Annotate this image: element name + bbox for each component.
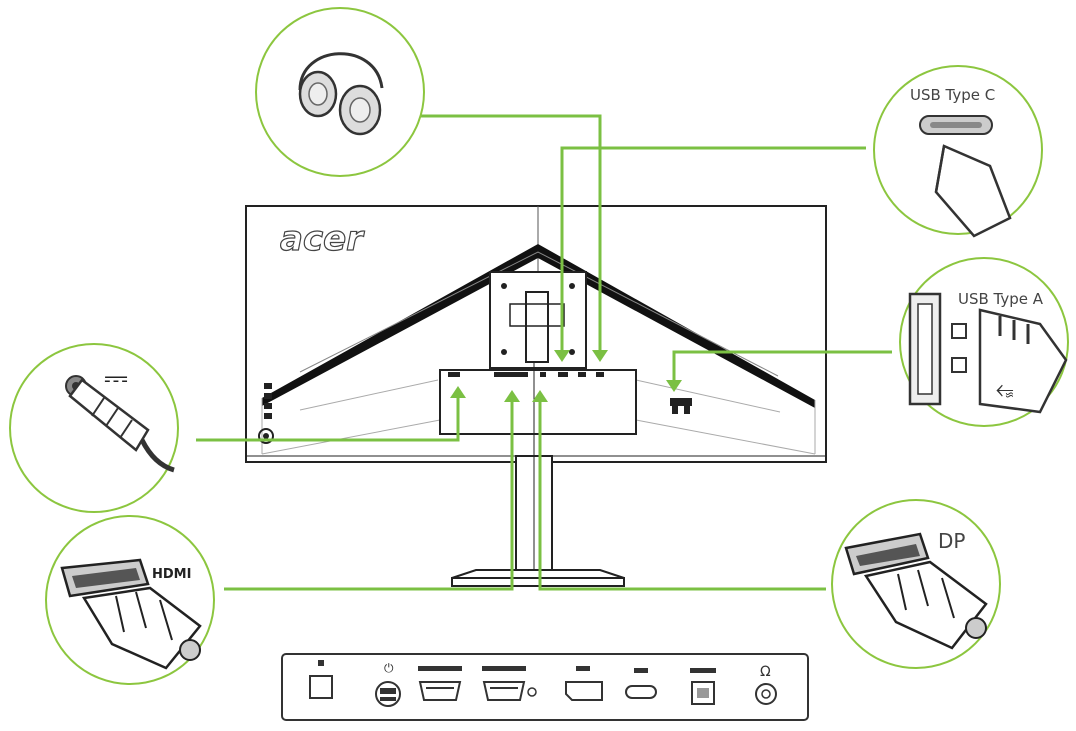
usb-c-port-icon bbox=[625, 668, 657, 699]
power-switch-icon bbox=[309, 660, 333, 699]
usb-c-connector-icon bbox=[919, 115, 1012, 238]
svg-text:Ω: Ω bbox=[760, 664, 771, 680]
usb-b-port-icon bbox=[690, 668, 716, 705]
headphones-icon bbox=[298, 52, 384, 136]
callout-label-dp: DP bbox=[938, 529, 965, 553]
vesa-screw bbox=[501, 283, 507, 289]
displayport-connector-icon bbox=[844, 532, 988, 650]
connection-lines bbox=[196, 114, 892, 591]
arrow-head bbox=[554, 350, 570, 362]
dc-power-plug-icon: ⎓ bbox=[65, 361, 175, 473]
stand-base-foot bbox=[451, 577, 625, 587]
displayport-port-icon bbox=[565, 666, 603, 701]
callout-hdmi: HDMI bbox=[45, 515, 215, 685]
line-headphones bbox=[418, 114, 602, 356]
vesa-screw bbox=[501, 349, 507, 355]
stand-bracket bbox=[509, 303, 565, 327]
port-panel-frame bbox=[281, 653, 809, 721]
port-panel: ⏻ bbox=[281, 653, 809, 721]
hdmi-1-port-icon bbox=[418, 666, 462, 701]
usb-a-connector-icon: ⭂ bbox=[908, 292, 1068, 414]
housing-lines bbox=[261, 379, 816, 455]
hdmi-logo: HDMI bbox=[152, 567, 191, 582]
arrow-heads bbox=[450, 350, 682, 402]
port-housing-ports bbox=[448, 372, 604, 377]
arrow-head bbox=[592, 350, 608, 362]
stand-base bbox=[451, 569, 625, 579]
line-usb-c bbox=[560, 146, 866, 356]
hdmi-2-port-icon bbox=[482, 666, 537, 701]
callout-headphones bbox=[255, 7, 425, 177]
arrow-head bbox=[666, 380, 682, 392]
dc-in-port-icon: ⏻ bbox=[375, 661, 401, 707]
stand-neck-upper bbox=[525, 291, 549, 363]
arrow-head bbox=[532, 390, 548, 402]
monitor-back: acer bbox=[245, 205, 827, 587]
callout-label-usb-c: USB Type C bbox=[910, 86, 995, 104]
line-dc bbox=[196, 394, 460, 442]
callout-usb-c: USB Type C bbox=[873, 65, 1043, 238]
arrow-head bbox=[504, 390, 520, 402]
callout-label-usb-a: USB Type A bbox=[958, 290, 1044, 308]
acer-logo: acer bbox=[280, 219, 365, 259]
callout-usb-a: USB Type A ⭂ bbox=[899, 257, 1069, 427]
svg-text:⭂: ⭂ bbox=[996, 377, 1014, 402]
vesa-screw bbox=[569, 283, 575, 289]
arrow-head bbox=[450, 386, 466, 398]
hdmi-connector-icon bbox=[60, 558, 202, 670]
callout-dp: DP bbox=[831, 499, 1001, 669]
line-usb-a bbox=[672, 350, 892, 384]
line-hdmi bbox=[224, 398, 514, 591]
callout-dc-power: ⎓ bbox=[9, 343, 179, 513]
rear-housing-v-inner bbox=[299, 251, 779, 377]
audio-out-port-icon: Ω bbox=[755, 664, 777, 705]
osd-buttons bbox=[258, 383, 274, 444]
dc-symbol: ⎓ bbox=[104, 361, 128, 396]
svg-text:⏻: ⏻ bbox=[384, 661, 394, 675]
vesa-screw bbox=[569, 349, 575, 355]
line-dp bbox=[538, 398, 826, 591]
rear-usb-a-ports bbox=[670, 398, 692, 414]
